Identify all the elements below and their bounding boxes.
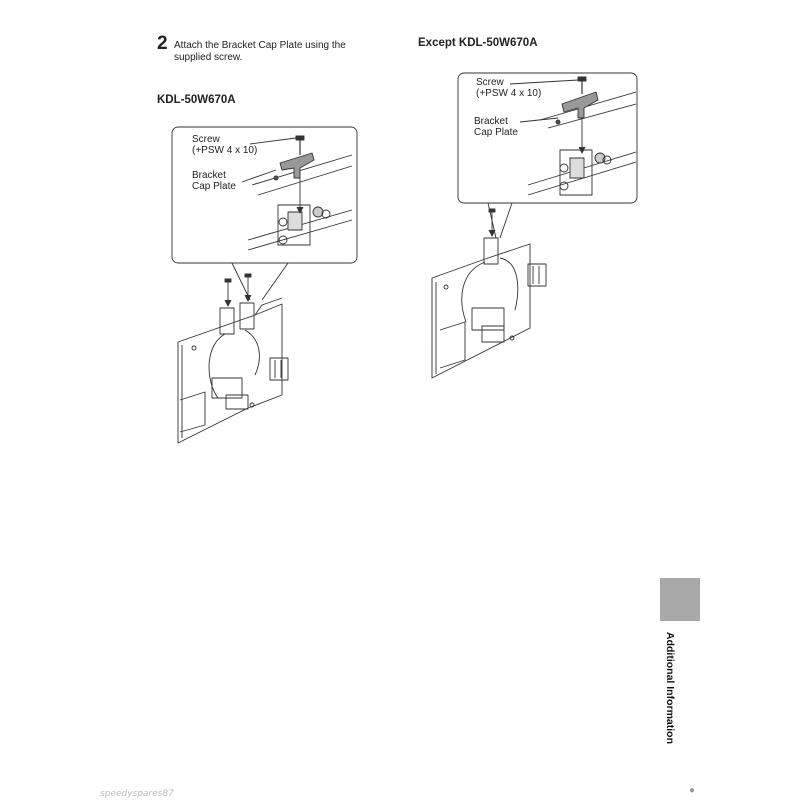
section-label: Additional Information [664,632,676,744]
left-bracket [277,204,311,246]
left-plate-label: Bracket Cap Plate [192,170,236,192]
left-figure-heading: KDL-50W670A [157,94,236,106]
section-tab [660,578,700,621]
step-text: Attach the Bracket Cap Plate using the s… [174,40,346,63]
right-screw-label: Screw (+PSW 4 x 10) [476,77,541,99]
left-plate-label-line1: Bracket [192,170,226,181]
right-plate-label-line2: Cap Plate [474,127,518,138]
right-figure-heading: Except KDL-50W670A [418,37,538,49]
watermark: speedyspares87 [100,789,174,799]
right-side-clip [527,263,547,287]
right-diagram [431,72,638,379]
left-plate-label-line2: Cap Plate [192,181,236,192]
right-bracket [559,149,593,196]
right-plate-label: Bracket Cap Plate [474,116,518,138]
left-tv-panel [177,303,283,444]
left-screw-label-line2: (+PSW 4 x 10) [192,145,258,156]
left-screw-label: Screw (+PSW 4 x 10) [192,134,257,156]
ebay-icon: ● [689,785,696,796]
left-rail-top [251,154,353,196]
right-screw-label-line2: (+PSW 4 x 10) [476,88,542,99]
left-screw-leader [249,137,297,145]
right-tv-bracket [483,237,499,265]
left-tv-bracket-2 [239,302,255,330]
left-diagram [171,126,358,444]
right-screw-label-line1: Screw [476,77,504,88]
left-tv-bracket-1 [219,307,235,335]
left-screw-label-line1: Screw [192,134,220,145]
left-side-clip [269,357,289,381]
right-screw-leader [509,79,579,85]
right-callout-box [457,72,638,204]
left-plate-leader [241,169,277,183]
right-plate-label-line1: Bracket [474,116,508,127]
left-callout-leader [231,262,289,301]
left-callout-box [171,126,358,264]
step-number: 2 [157,33,168,54]
